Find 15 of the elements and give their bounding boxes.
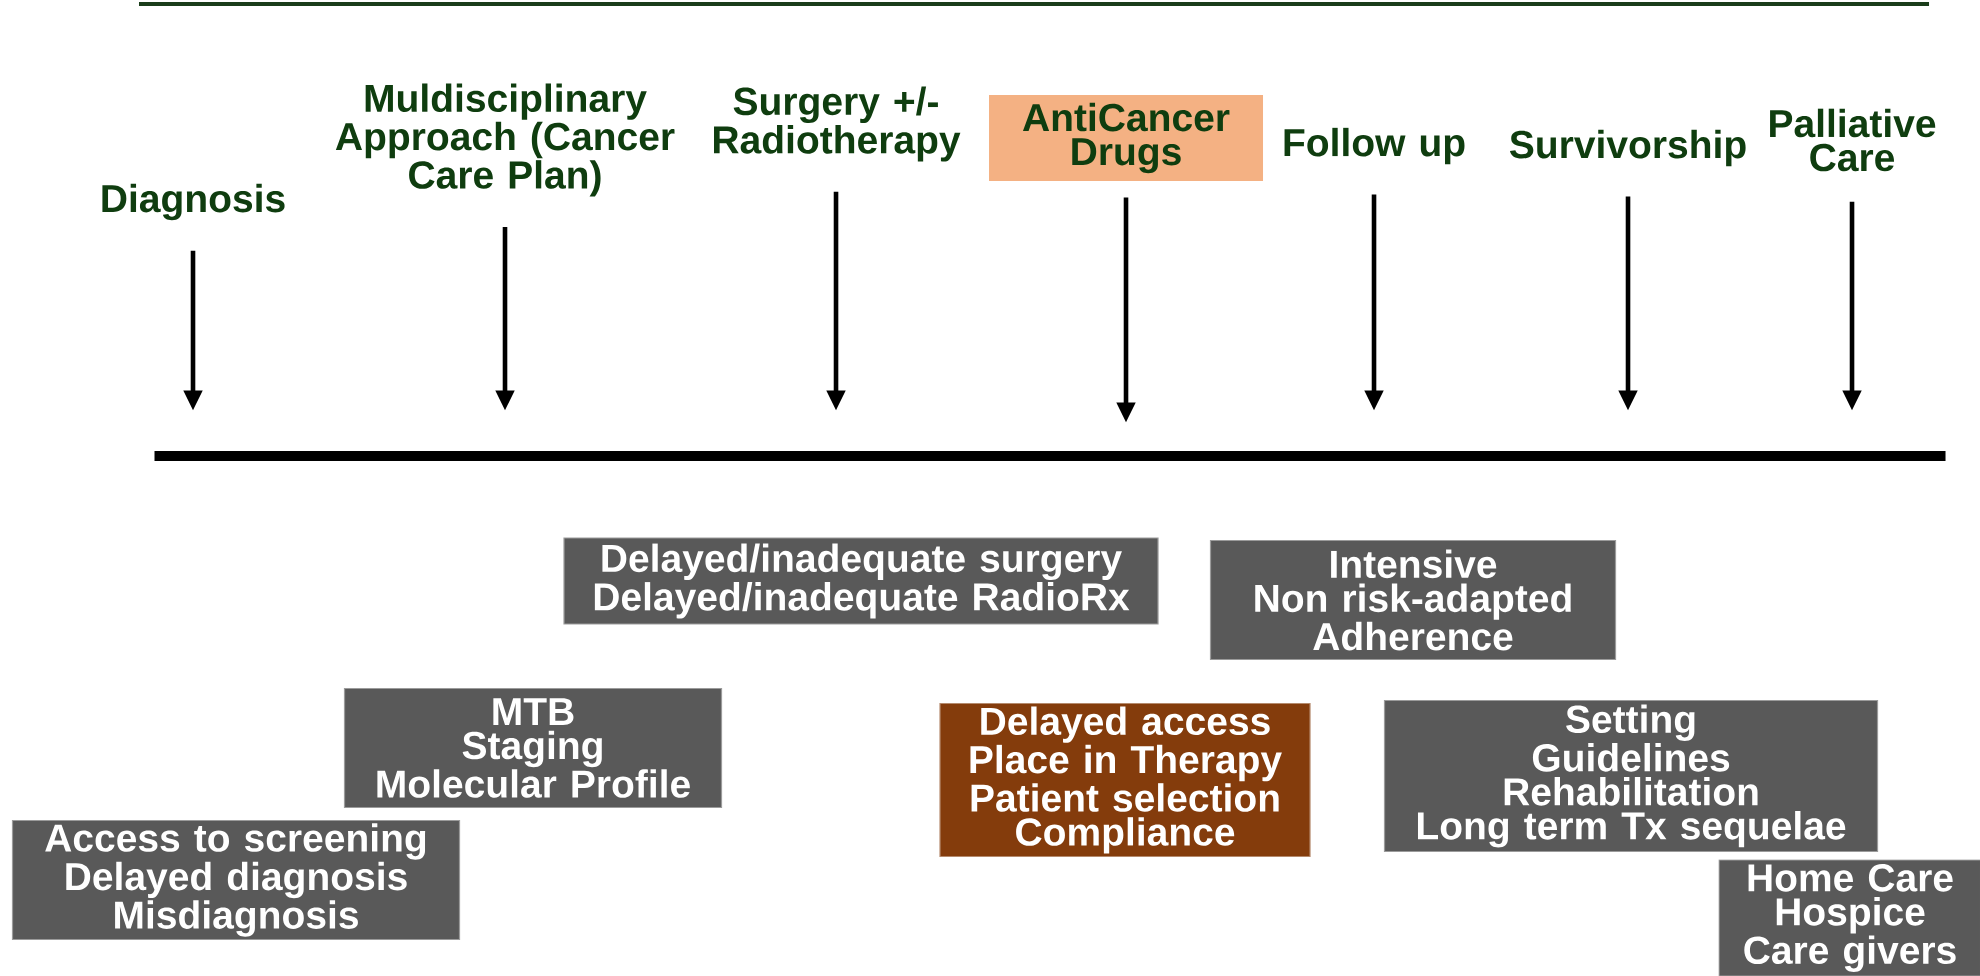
timeline-bar xyxy=(154,451,1946,461)
stage-label: Surgery +/- Radiotherapy xyxy=(714,86,961,162)
issue-box: Access to screening Delayed diagnosis Misdiagnosis xyxy=(11,819,461,941)
stage-label: Survivorship xyxy=(1509,129,1746,167)
issue-box: Setting Guidelines Rehabilitation Long term Tx sequelae xyxy=(1383,699,1879,853)
highlighted-stage-box: AntiCancer Drugs xyxy=(989,95,1263,181)
issue-box: Intensive Non risk-adapted Adherence xyxy=(1209,539,1617,661)
issue-box: Delayed access Place in Therapy Patient selection Compliance xyxy=(939,702,1311,858)
stage-label: Diagnosis xyxy=(102,183,285,221)
stage-label: Follow up xyxy=(1284,127,1465,165)
issue-box: Home Care Hospice Care givers xyxy=(1718,859,1980,976)
issue-box: MTB Staging Molecular Profile xyxy=(343,687,723,809)
issue-box: Delayed/inadequate surgery Delayed/inadequate RadioRx xyxy=(563,537,1159,625)
stage-label: Palliative Care xyxy=(1770,108,1936,172)
stage-label: Muldisciplinary Approach (Cancer Care Plan) xyxy=(335,83,675,197)
